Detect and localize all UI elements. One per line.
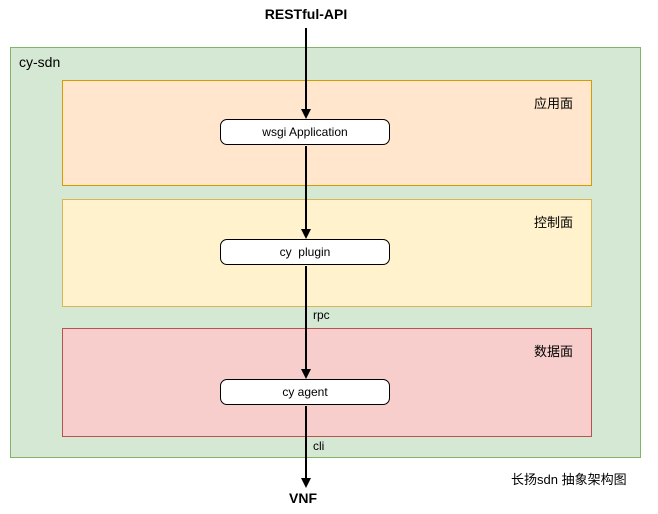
- arrowhead-agent-to-vnf: [300, 478, 311, 488]
- node-cy-agent-label: cy agent: [282, 385, 328, 399]
- restful-api-label: RESTful-API: [264, 6, 348, 22]
- control-plane-label: 控制面: [533, 215, 573, 230]
- arrow-restapi-to-wsgi: [305, 28, 307, 112]
- arrow-plugin-to-agent: [305, 266, 307, 372]
- node-wsgi-application-label: wsgi Application: [262, 125, 348, 139]
- arrowhead-wsgi-to-plugin: [300, 229, 311, 239]
- diagram-caption: 长扬sdn 抽象架构图: [511, 472, 627, 487]
- edge-label-cli: cli: [313, 439, 325, 453]
- application-plane: 应用面: [62, 80, 592, 186]
- arrowhead-restapi-to-wsgi: [300, 109, 311, 119]
- data-plane-label: 数据面: [533, 344, 573, 359]
- node-wsgi-application: wsgi Application: [220, 119, 390, 145]
- application-plane-label: 应用面: [533, 96, 573, 111]
- arrow-agent-to-vnf: [305, 406, 307, 480]
- node-cy-plugin: cy plugin: [220, 239, 390, 265]
- node-cy-plugin-label: cy plugin: [279, 245, 331, 259]
- edge-label-rpc: rpc: [313, 308, 330, 322]
- arrow-wsgi-to-plugin: [305, 146, 307, 232]
- node-cy-agent: cy agent: [220, 379, 390, 405]
- vnf-label: VNF: [289, 490, 317, 506]
- arrowhead-plugin-to-agent: [300, 369, 311, 379]
- cy-sdn-label: cy-sdn: [19, 54, 61, 70]
